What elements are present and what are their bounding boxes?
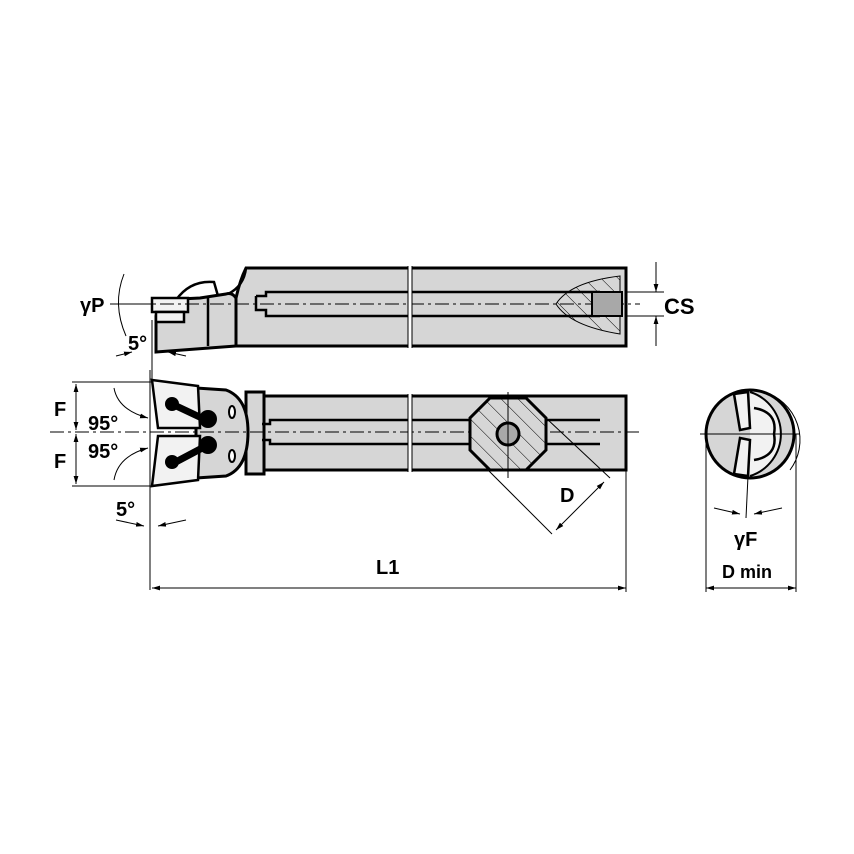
angle-95-upper-label: 95° [88,413,118,435]
top-head [194,386,250,480]
d-min-label: D min [722,562,772,582]
screw-icon [165,397,179,411]
section-hatch [555,275,621,335]
f-lower-label: F [54,451,66,473]
clamp-arm [174,280,220,301]
clamp-screw-icon [199,436,217,454]
l1-label: L1 [376,557,399,579]
gamma-p-label: γP [80,295,104,317]
gamma-f-label: γF [734,529,757,551]
l1-dimension: L1 [152,470,627,592]
side-insert [150,296,190,314]
angle-95-lower-label: 95° [88,441,118,463]
f-upper-label: F [54,399,66,421]
cs-label: CS [664,294,695,319]
clamp-screw-icon [199,410,217,428]
top-shank [260,394,628,472]
screw-icon [165,455,179,469]
angle-5-side-label: 5° [128,333,147,355]
angle-5-top-label: 5° [116,499,135,521]
side-view: CS γP 5° [80,262,695,380]
d-label: D [560,485,574,507]
top-view: D F F 95° 95° 5° [50,370,640,590]
end-view: γF D min [700,388,801,592]
